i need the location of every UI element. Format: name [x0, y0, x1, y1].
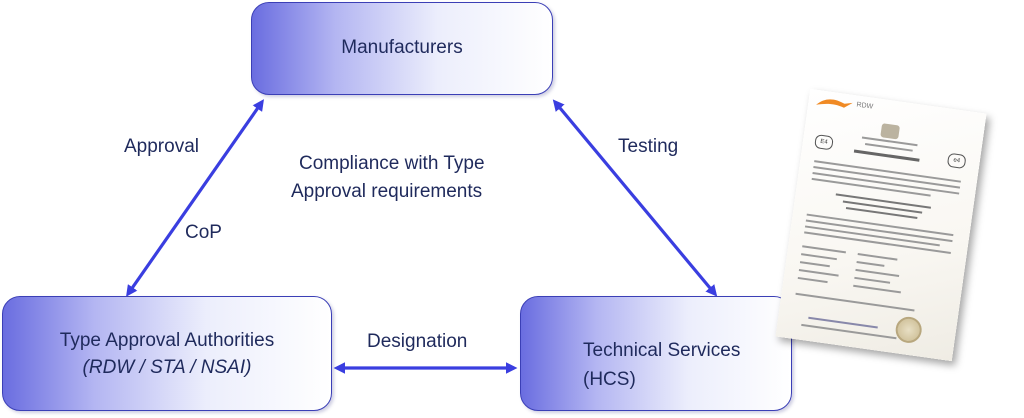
type-approval-authorities-box: Type Approval Authorities (RDW / STA / N… — [2, 296, 332, 411]
technical-services-label: Technical Services — [583, 340, 741, 361]
type-approval-authorities-sublabel: (RDW / STA / NSAI) — [82, 357, 252, 378]
designation-certificate-image: RDW E4 e4 — [775, 88, 987, 362]
testing-arrow — [552, 99, 718, 297]
manufacturers-box: Manufacturers — [251, 2, 553, 95]
approval-edge-label: Approval — [124, 136, 199, 157]
compliance-text-line-2: Approval requirements — [291, 181, 483, 202]
cop-edge-label: CoP — [185, 222, 222, 243]
seal-icon — [893, 315, 924, 345]
technical-services-box: Technical Services (HCS) — [520, 296, 792, 411]
approval-mark-left: E4 — [814, 134, 834, 151]
rdw-logo-icon — [816, 99, 853, 108]
compliance-text-line-1: Compliance with Type — [299, 153, 485, 174]
technical-services-sublabel: (HCS) — [583, 369, 636, 390]
designation-edge-label: Designation — [367, 331, 468, 352]
approval-arrow — [126, 99, 264, 297]
type-approval-authorities-label: Type Approval Authorities — [59, 330, 275, 351]
testing-edge-label: Testing — [618, 136, 679, 157]
manufacturers-label: Manufacturers — [341, 37, 463, 58]
certificate-logo-text: RDW — [855, 101, 874, 111]
crest-icon — [880, 123, 901, 140]
approval-mark-right: e4 — [946, 152, 967, 170]
